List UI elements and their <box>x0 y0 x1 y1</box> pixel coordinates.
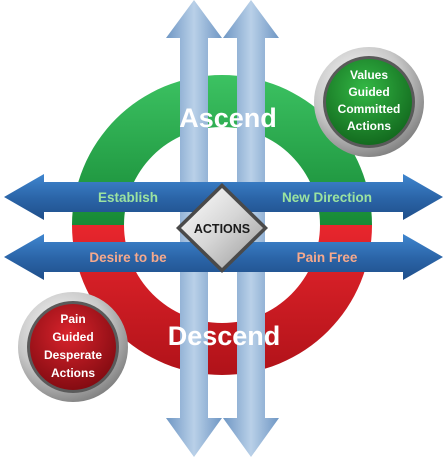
pain-badge-line-4: Actions <box>51 366 95 380</box>
values-badge-line-4: Actions <box>347 119 391 133</box>
values-badge-line-2: Guided <box>348 85 389 99</box>
pain-badge: Pain Guided Desperate Actions <box>18 292 128 402</box>
ascend-ring-segment <box>72 75 372 225</box>
lower-band-left-label: Desire to be <box>89 250 167 265</box>
pain-badge-line-1: Pain <box>60 312 85 326</box>
actions-center-label: ACTIONS <box>194 222 250 236</box>
values-badge: Values Guided Committed Actions <box>314 47 424 157</box>
actions-diamond: ACTIONS <box>176 183 268 273</box>
ascend-label: Ascend <box>179 103 277 133</box>
values-badge-line-1: Values <box>350 68 388 82</box>
descend-ring-segment <box>72 225 372 375</box>
pain-badge-line-3: Desperate <box>44 348 102 362</box>
lower-band-right-label: Pain Free <box>297 250 358 265</box>
values-badge-line-3: Committed <box>338 102 401 116</box>
upper-band-left-label: Establish <box>98 190 158 205</box>
upper-band-right-label: New Direction <box>282 190 372 205</box>
pain-badge-line-2: Guided <box>52 330 93 344</box>
descend-label: Descend <box>168 321 281 351</box>
